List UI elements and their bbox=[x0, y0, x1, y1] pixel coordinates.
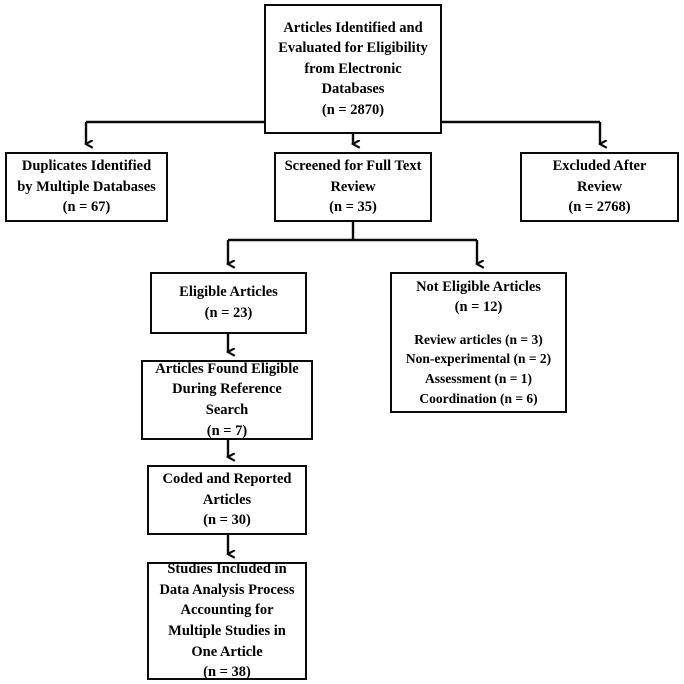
articles-found-reference-search-box[interactable]: Articles Found Eligible During Reference… bbox=[141, 360, 313, 440]
not-eligible-articles-box[interactable]: Not Eligible Articles (n = 12) Review ar… bbox=[390, 272, 567, 413]
articles-identified-line-2: Evaluated for Eligibility bbox=[278, 40, 428, 57]
included-line-1: Studies Included in bbox=[167, 561, 287, 578]
excluded-after-review-box[interactable]: Excluded After Review (n = 2768) bbox=[520, 152, 679, 222]
articles-identified-line-4: Databases bbox=[321, 81, 385, 98]
screened-count: (n = 35) bbox=[329, 199, 377, 216]
coded-and-reported-articles-box[interactable]: Coded and Reported Articles (n = 30) bbox=[147, 465, 307, 535]
studies-included-box[interactable]: Studies Included in Data Analysis Proces… bbox=[147, 561, 307, 681]
excluded-line-1: Excluded After bbox=[552, 158, 647, 175]
eligible-articles-box[interactable]: Eligible Articles (n = 23) bbox=[150, 272, 307, 334]
articles-identified-count: (n = 2870) bbox=[321, 101, 385, 118]
not-eligible-reason-4: Coordination (n = 6) bbox=[419, 390, 538, 406]
eligible-count: (n = 23) bbox=[204, 305, 253, 321]
coded-count: (n = 30) bbox=[203, 512, 251, 529]
eligible-line-1: Eligible Articles bbox=[179, 284, 278, 301]
excluded-line-2: Review bbox=[576, 178, 623, 195]
coded-line-1: Coded and Reported bbox=[162, 471, 292, 488]
screened-line-2: Review bbox=[330, 178, 376, 195]
included-count: (n = 38) bbox=[203, 664, 251, 681]
not-eligible-reason-2: Non-experimental (n = 2) bbox=[405, 351, 552, 367]
not-eligible-reason-3: Assessment (n = 1) bbox=[424, 371, 533, 387]
reference-search-line-1: Articles Found Eligible bbox=[155, 360, 299, 377]
reference-search-line-3: Search bbox=[205, 402, 249, 418]
included-line-4: Multiple Studies in bbox=[168, 623, 286, 639]
articles-identified-box[interactable]: Articles Identified and Evaluated for El… bbox=[264, 4, 442, 134]
not-eligible-count: (n = 12) bbox=[454, 299, 503, 316]
reference-search-count: (n = 7) bbox=[206, 422, 248, 439]
excluded-count: (n = 2768) bbox=[568, 199, 631, 216]
included-line-5: One Article bbox=[191, 643, 263, 660]
included-line-2: Data Analysis Process bbox=[159, 581, 295, 598]
duplicates-identified-box[interactable]: Duplicates Identified by Multiple Databa… bbox=[5, 152, 168, 222]
not-eligible-reason-1: Review articles (n = 3) bbox=[414, 331, 543, 347]
articles-identified-line-1: Articles Identified and bbox=[283, 19, 423, 36]
duplicates-line-2: by Multiple Databases bbox=[17, 178, 156, 195]
screened-full-text-box[interactable]: Screened for Full Text Review (n = 35) bbox=[274, 152, 432, 222]
coded-line-2: Articles bbox=[202, 491, 252, 508]
articles-identified-line-3: from Electronic bbox=[304, 60, 402, 77]
screened-line-1: Screened for Full Text bbox=[284, 158, 422, 175]
reference-search-line-2: During Reference bbox=[172, 381, 282, 398]
duplicates-line-1: Duplicates Identified bbox=[21, 158, 152, 175]
included-line-3: Accounting for bbox=[180, 602, 274, 619]
duplicates-count: (n = 67) bbox=[62, 199, 111, 216]
not-eligible-line-1: Not Eligible Articles bbox=[416, 278, 541, 295]
